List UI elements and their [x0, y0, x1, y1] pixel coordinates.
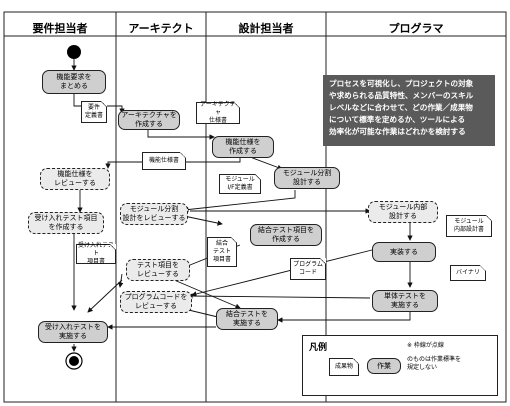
start-node	[67, 45, 81, 59]
process-note: プロセスを可視化し、プロジェクトの対象 や求められる品質特性、メンバーのスキル …	[323, 75, 495, 146]
activity-create-acceptance-items: 受け入れテスト項目 を作成する	[28, 212, 104, 234]
lane-header-programmer: プログラマ	[388, 22, 444, 35]
activity-module-internal-design: モジュール内部 設計する	[368, 201, 438, 223]
diagram-frame	[3, 11, 507, 403]
activity-acceptance-test: 受け入れテストを 実施する	[38, 321, 108, 343]
legend: 凡例 ※ 枠線が点線 成果物 作業 のものは作業標準を 規定しない	[302, 335, 498, 396]
activity-implement: 実装する	[372, 242, 436, 262]
activity-review-code: プログラムコードを レビューする	[120, 291, 192, 313]
activity-integ-test: 結合テストを 実施する	[216, 308, 278, 330]
activity-func-req: 機能要求を まとめる	[42, 70, 106, 94]
lane-header-requirements: 要件担当者	[32, 22, 88, 35]
legend-dashed-note: ※ 枠線が点線	[407, 342, 444, 349]
legend-title: 凡例	[309, 343, 328, 353]
doc-binary: バイナリ	[450, 265, 486, 281]
lane-header-designer: 設計担当者	[238, 22, 294, 35]
end-node-core	[69, 356, 79, 366]
doc-program-code: プログラム コード	[290, 258, 326, 280]
activity-unit-test: 単体テストを 実施する	[372, 290, 438, 312]
doc-module-if: モジュール I/F定義書	[219, 174, 261, 194]
activity-review-test-items: テスト項目を レビューする	[126, 259, 190, 281]
doc-acceptance-items: 受け入れテスト 項目書	[76, 242, 116, 265]
doc-req-def: 要件 定義書	[81, 101, 107, 123]
doc-func-spec: 機能仕様書	[142, 152, 186, 170]
activity-create-func-spec: 機能仕様を 作成する	[212, 136, 274, 158]
activity-module-split-design: モジュール分割 設計する	[274, 167, 340, 189]
lane-header-architect: アーキテクト	[128, 22, 194, 35]
doc-integ-items: 結合 テスト 項目書	[207, 237, 237, 267]
legend-dashed-desc: のものは作業標準を 規定しない	[407, 356, 462, 371]
legend-task: 作業	[367, 358, 401, 374]
doc-arch-spec: アーキテクチャ 仕様書	[196, 101, 240, 124]
legend-artifact: 成果物	[329, 358, 359, 376]
activity-create-integ-items: 結合テスト項目を 作成する	[250, 224, 322, 246]
activity-review-module-split: モジュール分割 設計をレビューする	[120, 203, 188, 225]
activity-create-arch: アーキテクチャを 作成する	[118, 110, 180, 130]
activity-review-func-spec: 機能仕様を レビューする	[40, 168, 110, 190]
doc-module-internal: モジュール 内部設計書	[446, 215, 492, 237]
